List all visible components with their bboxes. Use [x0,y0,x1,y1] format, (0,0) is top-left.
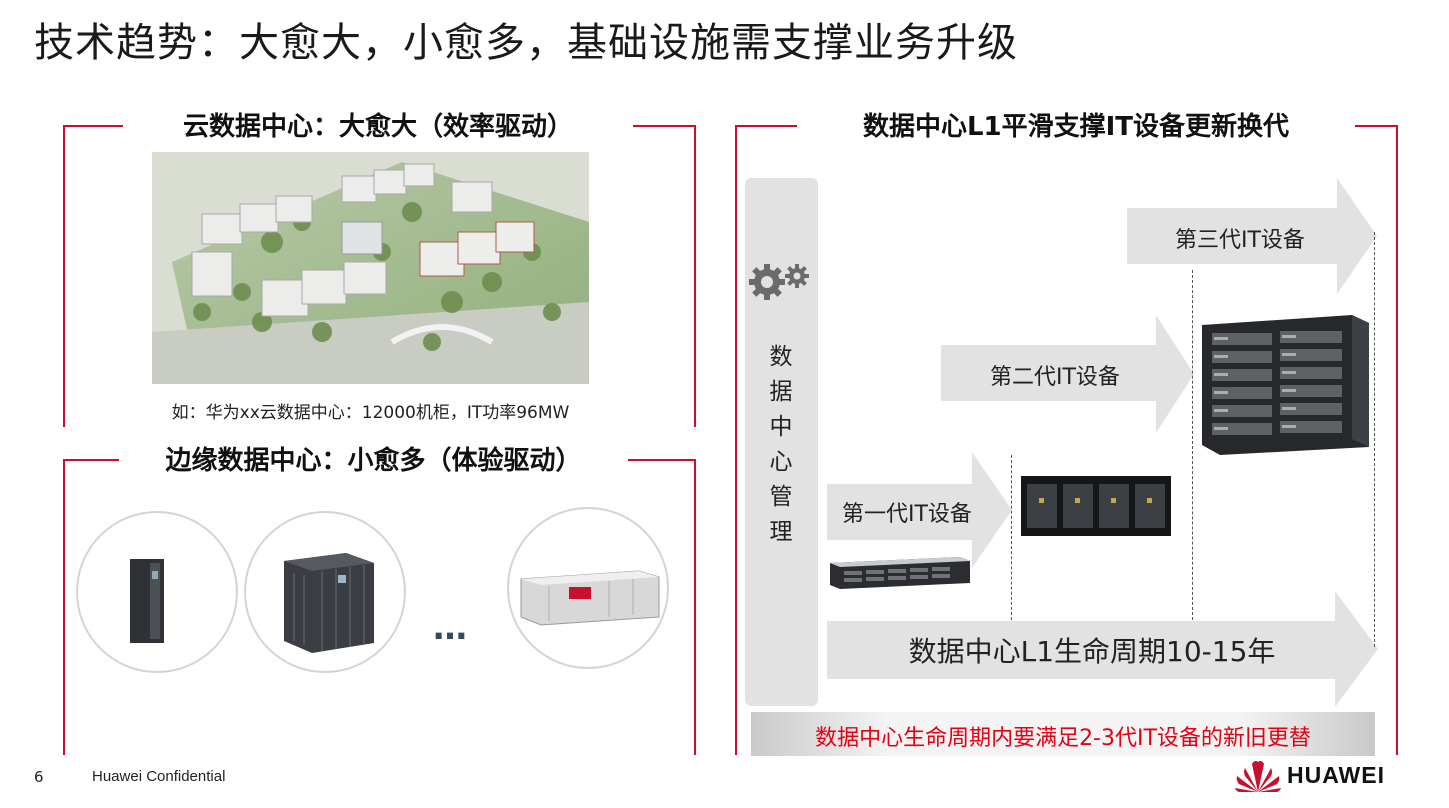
bottom-note-text: 数据中心生命周期内要满足2-3代IT设备的新旧更替 [815,726,1311,751]
page-title: 技术趋势：大愈大，小愈多，基础设施需支撑业务升级 [34,20,1018,66]
confidential-label: Huawei Confidential [92,768,226,785]
cloud-dc-title: 云数据中心：大愈大（效率驱动） [182,112,573,142]
edge-frame-right [694,459,696,755]
bottom-note-bar [751,712,1375,756]
lifecycle-arrow [827,591,1378,711]
dc-management-label: 数据中心管理 [769,344,793,545]
gen3-server-image [1202,315,1369,459]
right-frame-right [1396,125,1398,755]
edge-frame-top-left [63,459,119,461]
huawei-logo-icon [1233,758,1283,798]
right-frame-top-left [735,125,797,127]
gen3-end-divider [1374,232,1375,647]
right-frame-left [735,125,737,755]
cloud-frame-left [63,125,65,427]
right-panel-title: 数据中心L1平滑支撑IT设备更新换代 [862,112,1290,142]
cloud-frame-top-left [63,125,123,127]
gen1-gen2-divider [1011,455,1012,620]
gen1-arrow [827,452,1012,572]
gen1-server-image [830,557,970,593]
right-frame-top-right [1355,125,1398,127]
edge-frame-top-right [628,459,696,461]
edge-container-dc-circle [507,507,669,669]
cloud-frame-right [694,125,696,427]
gen3-arrow [1127,178,1377,298]
gen1-label: 第一代IT设备 [842,502,972,527]
edge-dc-title: 边缘数据中心：小愈多（体验驱动） [165,446,582,476]
cloud-frame-top-right [633,125,696,127]
gen2-label: 第二代IT设备 [990,365,1120,390]
edge-frame-left [63,459,65,755]
gears-icon [748,261,812,307]
gen2-arrow [941,315,1194,437]
gen2-gen3-divider [1192,270,1193,620]
gen2-server-image [1021,476,1171,540]
cloud-dc-caption: 如：华为xx云数据中心：12000机柜，IT功率96MW [171,403,570,423]
huawei-logo-text: HUAWEI [1287,762,1385,788]
dc-management-bar [745,178,818,706]
gen3-label: 第三代IT设备 [1175,228,1305,253]
cloud-dc-aerial-image [152,152,589,384]
edge-ellipsis: … [433,608,469,648]
edge-single-rack-circle [76,511,238,673]
page-number: 6 [34,768,44,786]
lifecycle-label: 数据中心L1生命周期10-15年 [908,635,1276,668]
edge-multi-rack-circle [244,511,406,673]
